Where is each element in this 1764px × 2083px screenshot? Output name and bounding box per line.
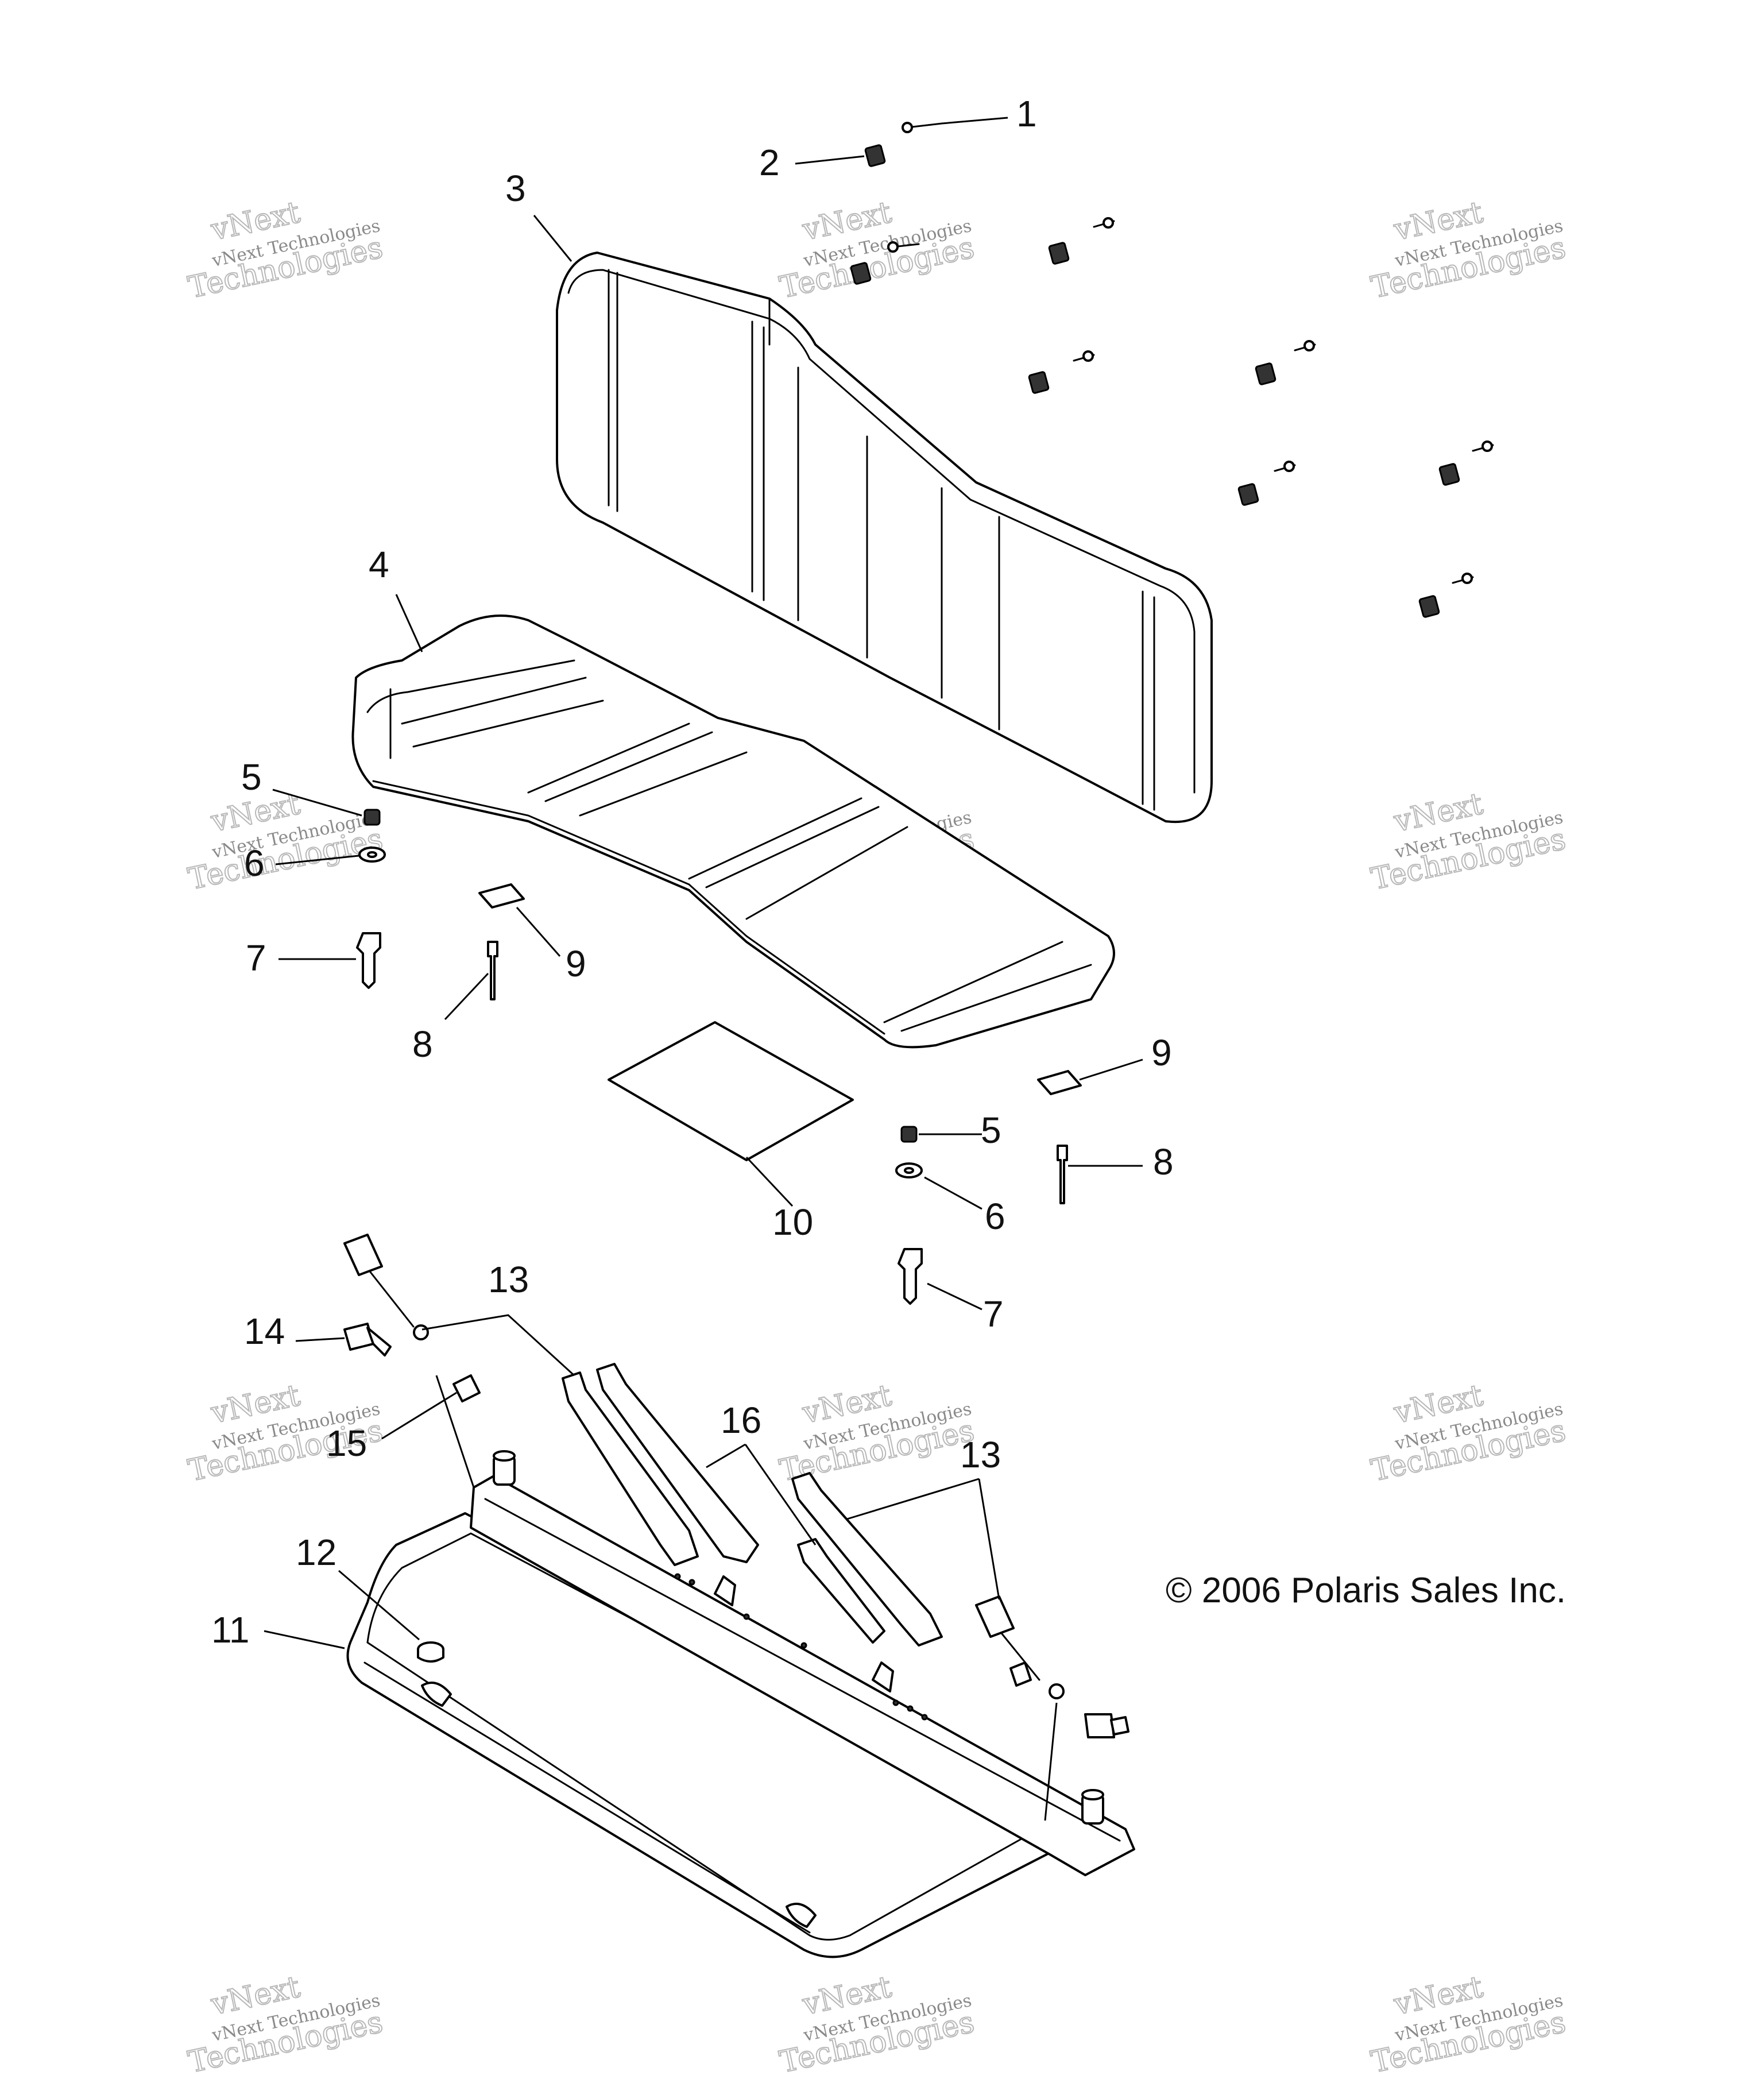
- watermark-1: vNext vNext Technologies Technologies: [185, 195, 386, 306]
- callout-8: 8: [1153, 1141, 1174, 1182]
- bolt-right: [1084, 1713, 1129, 1738]
- callout-7: 7: [246, 937, 266, 979]
- callout-16: 16: [721, 1400, 761, 1441]
- callout-1: 1: [1016, 93, 1037, 134]
- watermark-3: vNext vNext Technologies Technologies: [1368, 195, 1569, 306]
- callout-14: 14: [244, 1311, 285, 1352]
- bushing: [452, 1374, 481, 1402]
- leader-lines: [264, 117, 1143, 1821]
- callout-8: 8: [412, 1023, 433, 1065]
- plate: [608, 1021, 854, 1161]
- callout-9: 9: [566, 943, 586, 984]
- callout-7: 7: [983, 1293, 1004, 1335]
- callout-9: 9: [1151, 1032, 1172, 1073]
- callout-5: 5: [241, 756, 262, 798]
- callout-12: 12: [296, 1532, 336, 1573]
- watermark-4: vNext vNext Technologies Technologies: [185, 786, 386, 898]
- callout-6: 6: [985, 1196, 1005, 1237]
- callout-13: 13: [960, 1434, 1001, 1475]
- grommet: [417, 1641, 444, 1663]
- copyright-notice: © 2006 Polaris Sales Inc.: [1166, 1571, 1566, 1610]
- seat-belt-retractor-right: [791, 1472, 943, 1647]
- seat-belt-retractor-left: [562, 1363, 759, 1566]
- hardware: [356, 122, 1494, 1305]
- callout-13: 13: [488, 1259, 529, 1300]
- seat-back: [556, 252, 1213, 824]
- callout-labels: 1 2 3 4 5 6 7 8 9 9 5 8 6 7 10 13 14 15 …: [211, 93, 1174, 1651]
- watermark-9: vNext vNext Technologies Technologies: [1368, 1378, 1569, 1489]
- callout-15: 15: [326, 1423, 367, 1464]
- seat-frame: [346, 1450, 1135, 1958]
- bolt-left: [343, 1323, 392, 1357]
- callout-5: 5: [981, 1110, 1001, 1151]
- callout-3: 3: [505, 168, 526, 209]
- watermark-11: vNext vNext Technologies Technologies: [776, 1969, 978, 2081]
- seat-belt-buckle-right: [975, 1595, 1065, 1699]
- watermark-2: vNext vNext Technologies Technologies: [776, 195, 978, 306]
- callout-4: 4: [369, 544, 389, 585]
- callout-10: 10: [772, 1201, 813, 1243]
- callout-2: 2: [759, 142, 780, 183]
- callout-11: 11: [211, 1609, 249, 1651]
- seat-belt-buckle-left: [343, 1234, 429, 1340]
- watermark-10: vNext vNext Technologies Technologies: [185, 1969, 386, 2081]
- watermark-6: vNext vNext Technologies Technologies: [1368, 786, 1569, 898]
- watermark-8: vNext vNext Technologies Technologies: [776, 1378, 978, 1489]
- watermark-12: vNext vNext Technologies Technologies: [1368, 1969, 1569, 2081]
- callout-6: 6: [244, 843, 265, 884]
